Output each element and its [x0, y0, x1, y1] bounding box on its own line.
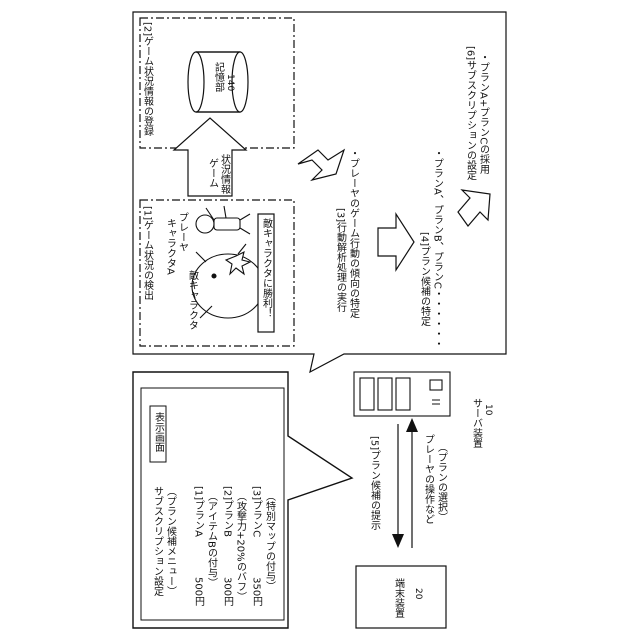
- step2-title: [2]ゲーム状況情報の登録: [142, 22, 154, 136]
- step4-title: [4]プラン候補の特定: [419, 232, 431, 327]
- game-status-line1: ゲーム: [207, 158, 219, 188]
- bubble-line-2: （プラン候補メニュー）: [165, 486, 177, 596]
- bubble-line-1: サブスクリプション設定: [152, 486, 164, 597]
- terminal-label: 端末装置: [393, 577, 405, 618]
- enemy-character-body: [192, 254, 264, 318]
- server-number: 10: [483, 404, 493, 416]
- step1-title: [1]ゲーム状況の検出: [142, 206, 154, 300]
- bubble-line-6: （攻撃力+20%のバフ）: [235, 486, 247, 602]
- step6-detail: ・プランA+プランCの採用: [478, 52, 490, 175]
- step4-detail: ・プランA、プランB、プランC・・・・・・: [432, 148, 443, 349]
- bubble-line-7: [3]プランC 350円: [251, 486, 263, 607]
- player-label-2: キャラクタA: [165, 218, 177, 275]
- operation-label-1: プレーヤの操作など: [423, 434, 435, 524]
- storage-label: 記憶部: [213, 61, 225, 93]
- operation-label-2: （プランの選択）: [436, 442, 448, 522]
- presentation-label: [5]プラン候補の提示: [369, 436, 381, 530]
- bubble-line-3: [1]プランA 500円: [193, 486, 205, 607]
- operation-arrow-head: [406, 418, 418, 432]
- bubble-line-8: （特別マップの付与）: [264, 486, 276, 591]
- victory-text: 敵キャラクタに勝利！: [261, 217, 273, 318]
- server-device-icon: [354, 372, 450, 416]
- enemy-label: 敵キャラクタ: [187, 269, 199, 330]
- player-character-head: [196, 215, 214, 233]
- player-label-1: プレーヤ: [177, 212, 189, 252]
- display-screen-title: 表示画面: [153, 411, 165, 453]
- bubble-line-5: [2]プランB 300円: [222, 486, 234, 607]
- server-label: サーバ装置: [471, 398, 483, 448]
- game-status-line2: 状況情報: [219, 153, 231, 195]
- presentation-arrow-head: [392, 534, 404, 548]
- player-character-body: [214, 218, 240, 230]
- step6-title: [6]サブスクリプションの設定: [465, 46, 477, 181]
- step3-detail: ・プレーヤのゲーム行動の傾向の特定: [348, 148, 360, 319]
- storage-number: 140: [225, 74, 235, 91]
- step3-title: [3]行動解析処理の実行: [335, 208, 347, 313]
- terminal-number: 20: [413, 588, 423, 600]
- bubble-line-4: （アイテムBの付与）: [206, 486, 218, 588]
